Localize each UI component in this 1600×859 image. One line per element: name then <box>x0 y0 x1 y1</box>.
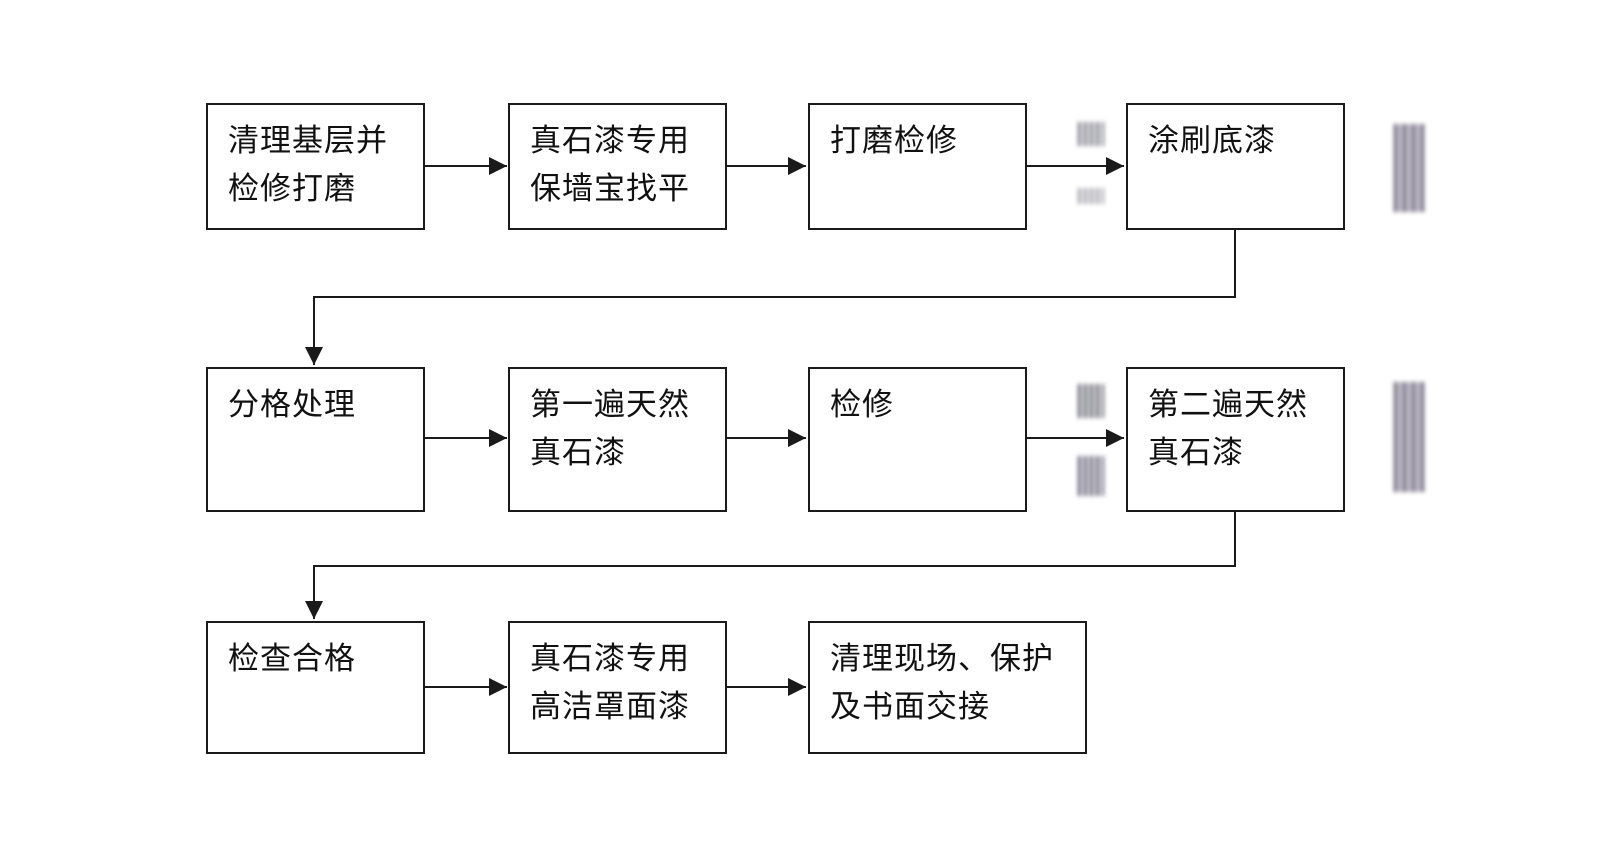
step-sand-repair-line-1: 打磨检修 <box>830 123 958 159</box>
scan-artifact <box>1394 124 1424 212</box>
step-clean-base: 清理基层并 检修打磨 <box>206 103 425 230</box>
scan-artifact <box>1078 122 1104 146</box>
arrow-s4-s5 <box>305 230 1236 365</box>
step-second-coat-line-2: 真石漆 <box>1148 435 1244 471</box>
step-second-coat-line-1: 第二遍天然 <box>1148 387 1308 423</box>
step-primer-line-1: 涂刷底漆 <box>1148 123 1276 159</box>
step-repair-line-1: 检修 <box>830 387 894 423</box>
step-leveling-line-2: 保墙宝找平 <box>530 171 690 207</box>
step-inspection: 检查合格 <box>206 621 425 754</box>
step-repair: 检修 <box>808 367 1027 512</box>
step-leveling: 真石漆专用 保墙宝找平 <box>508 103 727 230</box>
scan-artifact <box>1078 384 1104 418</box>
step-primer: 涂刷底漆 <box>1126 103 1345 230</box>
step-grid-division-line-1: 分格处理 <box>228 387 356 423</box>
step-first-coat-line-2: 真石漆 <box>530 435 626 471</box>
step-handover-line-1: 清理现场、保护 <box>830 641 1054 677</box>
step-inspection-line-1: 检查合格 <box>228 641 356 677</box>
step-leveling-line-1: 真石漆专用 <box>530 123 690 159</box>
step-handover-line-2: 及书面交接 <box>830 689 990 725</box>
step-topcoat: 真石漆专用 高洁罩面漆 <box>508 621 727 754</box>
step-topcoat-line-2: 高洁罩面漆 <box>530 689 690 725</box>
step-handover: 清理现场、保护 及书面交接 <box>808 621 1087 754</box>
step-clean-base-line-2: 检修打磨 <box>228 171 356 207</box>
step-second-coat: 第二遍天然 真石漆 <box>1126 367 1345 512</box>
step-topcoat-line-1: 真石漆专用 <box>530 641 690 677</box>
step-clean-base-line-1: 清理基层并 <box>228 123 388 159</box>
scan-artifact <box>1078 456 1104 496</box>
step-first-coat-line-1: 第一遍天然 <box>530 387 690 423</box>
step-first-coat: 第一遍天然 真石漆 <box>508 367 727 512</box>
scan-artifact <box>1394 382 1424 492</box>
step-sand-repair: 打磨检修 <box>808 103 1027 230</box>
arrow-s8-s9 <box>305 512 1236 619</box>
scan-artifact <box>1078 188 1104 204</box>
step-grid-division: 分格处理 <box>206 367 425 512</box>
